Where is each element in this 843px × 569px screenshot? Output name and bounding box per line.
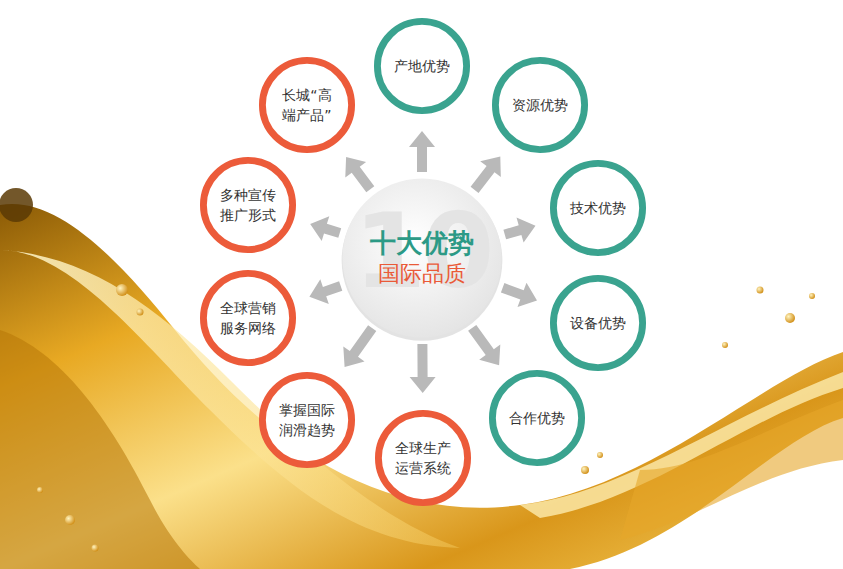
advantage-label: 全球营销服务网络 <box>218 298 278 339</box>
center-title: 十大优势 <box>370 227 474 260</box>
advantage-label: 全球生产运营系统 <box>393 438 453 479</box>
circle-outline <box>199 156 297 254</box>
advantage-circle: 长城“高端产品” <box>258 56 356 154</box>
circle-outline <box>199 269 297 367</box>
block-arrow <box>410 344 436 393</box>
circle-outline <box>374 409 472 507</box>
advantage-circle: 资源优势 <box>491 56 589 154</box>
advantage-label: 设备优势 <box>568 313 628 333</box>
block-arrow <box>501 283 537 307</box>
circle-outline <box>258 56 356 154</box>
advantage-label: 长城“高端产品” <box>277 85 337 126</box>
block-arrow <box>310 216 341 241</box>
center-subtitle: 国际品质 <box>378 260 466 289</box>
advantage-circle: 全球生产运营系统 <box>374 409 472 507</box>
advantage-circle: 全球营销服务网络 <box>199 269 297 367</box>
advantage-label: 合作优势 <box>507 408 567 428</box>
advantage-label: 产地优势 <box>392 56 452 76</box>
advantage-circle: 掌握国际润滑趋势 <box>258 371 356 469</box>
advantage-circle: 合作优势 <box>488 369 586 467</box>
block-arrow <box>343 325 376 367</box>
block-arrow <box>345 157 374 192</box>
block-arrow <box>409 131 435 172</box>
advantage-label: 技术优势 <box>568 198 628 218</box>
advantage-label: 掌握国际润滑趋势 <box>277 400 337 441</box>
advantage-label: 资源优势 <box>510 95 570 115</box>
block-arrow <box>309 279 342 304</box>
circle-outline <box>258 371 356 469</box>
center-circle: 10十大优势国际品质 <box>340 176 504 340</box>
advantage-circle: 技术优势 <box>549 159 647 257</box>
advantage-circle: 多种宣传推广形式 <box>199 156 297 254</box>
block-arrow <box>468 325 500 365</box>
advantage-circle: 设备优势 <box>549 274 647 372</box>
block-arrow <box>471 157 501 194</box>
advantage-circle: 产地优势 <box>373 17 471 115</box>
advantage-label: 多种宣传推广形式 <box>218 185 278 226</box>
block-arrow <box>503 218 535 243</box>
